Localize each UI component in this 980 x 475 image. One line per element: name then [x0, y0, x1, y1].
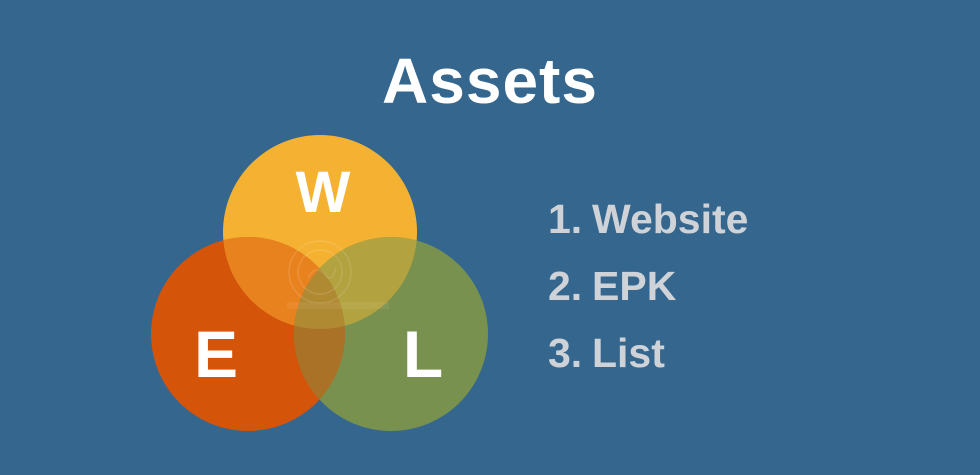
list-item-label: Website — [592, 196, 749, 242]
list-item-number: 3. — [548, 330, 583, 376]
list-item-number: 1. — [548, 196, 583, 242]
list-item-label: List — [592, 330, 665, 376]
venn-overlap-we — [223, 237, 345, 329]
list-item-epk: 2. EPK — [548, 266, 748, 307]
venn-overlap-wl — [294, 237, 417, 329]
venn-label-e: E — [194, 317, 238, 391]
watermark — [287, 240, 389, 309]
list-item-number: 2. — [548, 263, 583, 309]
venn-label-w: W — [296, 160, 351, 225]
list-item-label: EPK — [592, 263, 677, 309]
list-item-website: 1. Website — [548, 199, 748, 240]
page-title: Assets — [382, 45, 598, 117]
asset-list: 1. Website 2. EPK 3. List — [548, 199, 748, 374]
list-item-list: 3. List — [548, 333, 748, 374]
venn-label-l: L — [403, 317, 443, 391]
